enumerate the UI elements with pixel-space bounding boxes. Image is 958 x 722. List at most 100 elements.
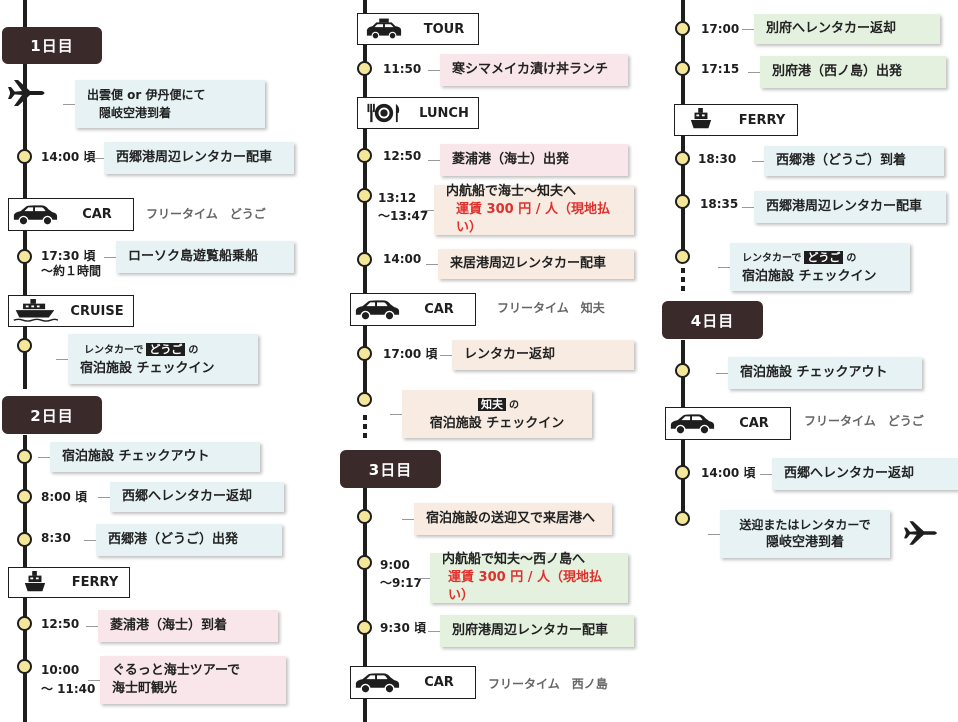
- end-line1: 送迎またはレンタカーで: [739, 518, 871, 532]
- timeline-dot: [675, 363, 690, 378]
- time-label: 14:00 頃: [701, 466, 756, 480]
- schedule-card: 寒シマメイカ漬け丼ランチ: [428, 54, 628, 86]
- timeline-dots: [681, 268, 685, 295]
- time-label: 14:00 頃: [41, 150, 96, 164]
- time-label: 12:50: [41, 617, 80, 631]
- car-transport-box: CAR: [350, 666, 476, 699]
- schedule-card: 別府へレンタカー返却: [742, 14, 940, 44]
- transport-label: CAR: [739, 416, 769, 431]
- timeline-dot: [17, 659, 32, 674]
- fare-price: 運賃 300 円 / 人（現地払い）: [456, 202, 610, 235]
- schedule-card: レンタカー返却: [440, 340, 634, 370]
- checkin-prefix: レンタカーで: [84, 344, 144, 356]
- checkin-suffix: の: [188, 344, 199, 356]
- time-label: 9:00 〜9:17: [380, 556, 422, 592]
- timeline-dot: [17, 149, 32, 164]
- transport-label: CAR: [424, 302, 454, 317]
- fare-price: 運賃 300 円 / 人（現地払い）: [448, 570, 602, 603]
- schedule-card: 宿泊施設 チェックアウト: [38, 442, 260, 472]
- tour-line1: ぐるっと海士ツアーで: [112, 663, 241, 678]
- car-transport-box: CAR: [665, 407, 791, 440]
- schedule-card: 宿泊施設 チェックアウト: [716, 357, 922, 389]
- schedule-card: 別府港（西ノ島）出発: [748, 56, 946, 88]
- day-4-badge: 4日目: [662, 301, 763, 339]
- car-icon: [353, 672, 401, 694]
- ship-icon: [12, 299, 58, 323]
- timeline-dot: [675, 249, 690, 264]
- day2-3-column: TOUR 11:50 寒シマメイカ漬け丼ランチ LUNCH 12:50 菱浦港（…: [340, 0, 660, 722]
- timeline-dot: [17, 449, 32, 464]
- checkin-line1: レンタカーでどうごの: [80, 341, 246, 360]
- day-2-badge: 2日目: [2, 396, 102, 434]
- free-time-label: フリータイム どうご: [804, 414, 924, 428]
- checkin-card: レンタカーでどうごの 宿泊施設 チェックイン: [718, 243, 910, 291]
- ferry-transport-box: FERRY: [674, 104, 798, 136]
- checkin-line1: レンタカーでどうごの: [742, 249, 898, 268]
- transport-label: CAR: [424, 675, 454, 690]
- time-label: 11:50: [383, 62, 422, 76]
- time-label: 9:30 頃: [380, 621, 427, 635]
- checkin-line1: 知夫の: [414, 396, 580, 415]
- transport-label: FERRY: [738, 112, 786, 128]
- timeline-dot: [675, 61, 690, 76]
- time-label: 10:00 〜 11:40: [41, 661, 95, 699]
- car-icon: [11, 204, 59, 226]
- time-start: 10:00: [41, 663, 80, 677]
- checkin-prefix: レンタカーで: [742, 252, 802, 264]
- checkin-line2: 宿泊施設 チェックイン: [742, 268, 877, 284]
- time-label: 17:00 頃: [383, 347, 438, 361]
- free-time-label: フリータイム どうご: [146, 207, 266, 221]
- timeline-dot: [17, 249, 32, 264]
- timeline-dot: [17, 532, 32, 547]
- area-badge: 知夫: [478, 397, 506, 411]
- time-label: 8:30: [41, 531, 71, 545]
- timeline-dot: [675, 465, 690, 480]
- tour-line2: 海士町観光: [112, 681, 178, 696]
- fare-line1: 内航船で知夫〜西ノ島へ: [442, 552, 586, 567]
- arrival-line2: 隠岐空港到着: [99, 106, 172, 120]
- day-3-badge: 3日目: [340, 450, 441, 488]
- day-1-badge: 1日目: [2, 27, 102, 64]
- fare-card: 内航船で海士〜知夫へ 運賃 300 円 / 人（現地払い）: [422, 184, 634, 235]
- airplane-icon: [8, 78, 48, 108]
- time-label: 12:50: [383, 149, 422, 163]
- timeline-dot: [357, 392, 372, 407]
- timeline-dot: [675, 511, 690, 526]
- timeline-dot: [17, 489, 32, 504]
- cruise-transport-box: CRUISE: [8, 295, 134, 327]
- timeline-dot: [357, 61, 372, 76]
- airplane-icon: [904, 518, 940, 548]
- time-label: 17:30 頃 〜約１時間: [41, 249, 101, 279]
- timeline-dot: [675, 151, 690, 166]
- time-label: 14:00: [383, 252, 422, 266]
- car-transport-box: CAR: [350, 293, 476, 326]
- timeline-dots: [363, 415, 367, 442]
- transport-label: CRUISE: [70, 303, 124, 319]
- ferry-icon: [689, 108, 713, 132]
- timeline-dot: [357, 346, 372, 361]
- timeline-line: [23, 0, 27, 388]
- ferry-icon: [23, 571, 47, 595]
- airport-arrival-card: 出雲便 or 伊丹便にて 隠岐空港到着: [63, 80, 265, 128]
- schedule-card: 西郷へレンタカー返却: [98, 482, 284, 512]
- end-line2: 隠岐空港到着: [765, 535, 844, 550]
- lunch-icon: [365, 102, 403, 124]
- arrival-line1: 出雲便 or 伊丹便にて: [87, 88, 206, 102]
- time-label: 18:30: [698, 152, 737, 166]
- transport-label: CAR: [82, 207, 112, 222]
- checkin-suffix: の: [509, 399, 519, 411]
- transport-label: TOUR: [423, 21, 465, 37]
- schedule-card: 菱浦港（海士）到着: [86, 610, 278, 642]
- timeline-dot: [357, 620, 372, 635]
- schedule-card: 宿泊施設の送迎又で来居港へ: [402, 503, 612, 535]
- timeline-dot: [675, 194, 690, 209]
- checkin-line2: 宿泊施設 チェックイン: [80, 360, 215, 376]
- car-icon: [668, 413, 716, 435]
- lunch-box: LUNCH: [357, 97, 479, 129]
- time-label: 8:00 頃: [41, 490, 88, 504]
- checkin-card: レンタカーでどうごの 宿泊施設 チェックイン: [56, 334, 258, 384]
- time-label: 17:00: [701, 22, 740, 36]
- fare-line1: 内航船で海士〜知夫へ: [446, 184, 577, 199]
- schedule-card: 西郷港（どうご）到着: [752, 146, 944, 176]
- car-transport-box: CAR: [8, 198, 134, 231]
